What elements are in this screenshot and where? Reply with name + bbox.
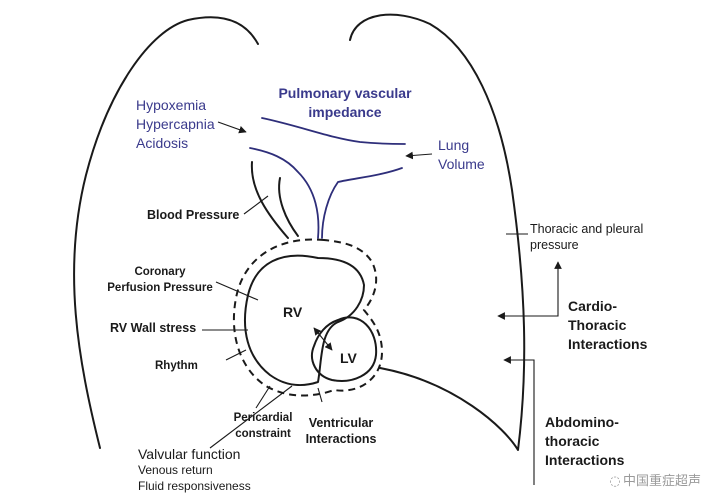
acidosis-text: Acidosis (136, 135, 189, 151)
lung-volume-arrow (405, 151, 433, 160)
watermark-text: 中国重症超声 (622, 474, 701, 489)
pvi-line-1: Pulmonary vascular (278, 85, 412, 101)
venous-return-label: Venous return (138, 463, 213, 477)
pericardial-leader (255, 385, 271, 409)
lung-text: Lung (438, 137, 470, 153)
coronary-perfusion-label: Coronary Perfusion Pressure (100, 264, 220, 296)
thoracic-text-3: thoracic (545, 433, 600, 449)
hypercapnia-text: Hypercapnia (136, 116, 215, 132)
abdomino-thoracic-label: Abdomino- thoracic Interactions (545, 413, 624, 470)
interactions-text: Interactions (568, 336, 648, 352)
hypoxemia-arrow (217, 121, 247, 134)
lv-label: LV (340, 350, 357, 366)
rv-label: RV (283, 304, 303, 320)
valvular-leader (209, 385, 293, 449)
ventricular-interaction-arrow (313, 327, 333, 351)
wechat-icon: ◌ (609, 474, 621, 489)
rv-outline (244, 254, 365, 386)
pulmonary-artery-left-outer (249, 147, 320, 239)
ventricular-interactions-label: Ventricular Interactions (296, 415, 386, 447)
rv-wall-stress-label: RV Wall stress (110, 321, 197, 335)
perfusion-pressure-text: Perfusion Pressure (107, 282, 213, 294)
pulmonary-vascular-impedance-label: Pulmonary vascular impedance (272, 84, 418, 122)
great-vessel-inner (278, 177, 299, 237)
pulmonary-artery-right (321, 167, 403, 239)
rhythm-leader (225, 349, 247, 361)
hypoxemia-text: Hypoxemia (136, 97, 207, 113)
hypoxemia-label: Hypoxemia Hypercapnia Acidosis (136, 96, 215, 153)
ventricular-text: Ventricular (308, 416, 374, 430)
thoracic-text-2: Thoracic (568, 317, 627, 333)
valvular-function-label: Valvular function (138, 446, 241, 462)
coronary-leader (215, 281, 259, 301)
blood-pressure-label: Blood Pressure (147, 208, 240, 222)
cardio-thoracic-arrow (497, 264, 559, 320)
abdomino-interactions-text: Interactions (545, 452, 625, 468)
pvi-line-2: impedance (308, 104, 382, 120)
rhythm-label: Rhythm (155, 360, 198, 372)
pericardial-constraint-label: Pericardial constraint (224, 410, 302, 442)
fluid-responsiveness-label: Fluid responsiveness (138, 479, 251, 493)
pressure-text: pressure (530, 238, 579, 252)
thoracic-text: Thoracic and pleural (530, 222, 644, 236)
constraint-text: constraint (235, 428, 291, 440)
ventricular-leader (317, 387, 323, 403)
pulmonary-artery-upper (261, 117, 406, 145)
cardio-thoracic-label: Cardio- Thoracic Interactions (568, 297, 647, 354)
cardio-text: Cardio- (568, 298, 617, 314)
watermark: ◌中国重症超声 (607, 470, 701, 489)
thoracic-pleural-pressure-label: Thoracic and pleural pressure (530, 221, 643, 253)
blood-pressure-leader (243, 195, 269, 215)
abdomino-text: Abdomino- (545, 414, 619, 430)
chest-outline (73, 13, 526, 451)
ventricular-interactions-text: Interactions (305, 432, 377, 446)
volume-text: Volume (438, 156, 485, 172)
pericardium-dashed (232, 238, 384, 397)
pericardial-text: Pericardial (233, 412, 293, 424)
coronary-text: Coronary (134, 266, 186, 278)
great-vessel-outer (250, 161, 289, 239)
lung-volume-label: Lung Volume (438, 136, 485, 174)
abdomino-thoracic-arrow (503, 356, 535, 485)
